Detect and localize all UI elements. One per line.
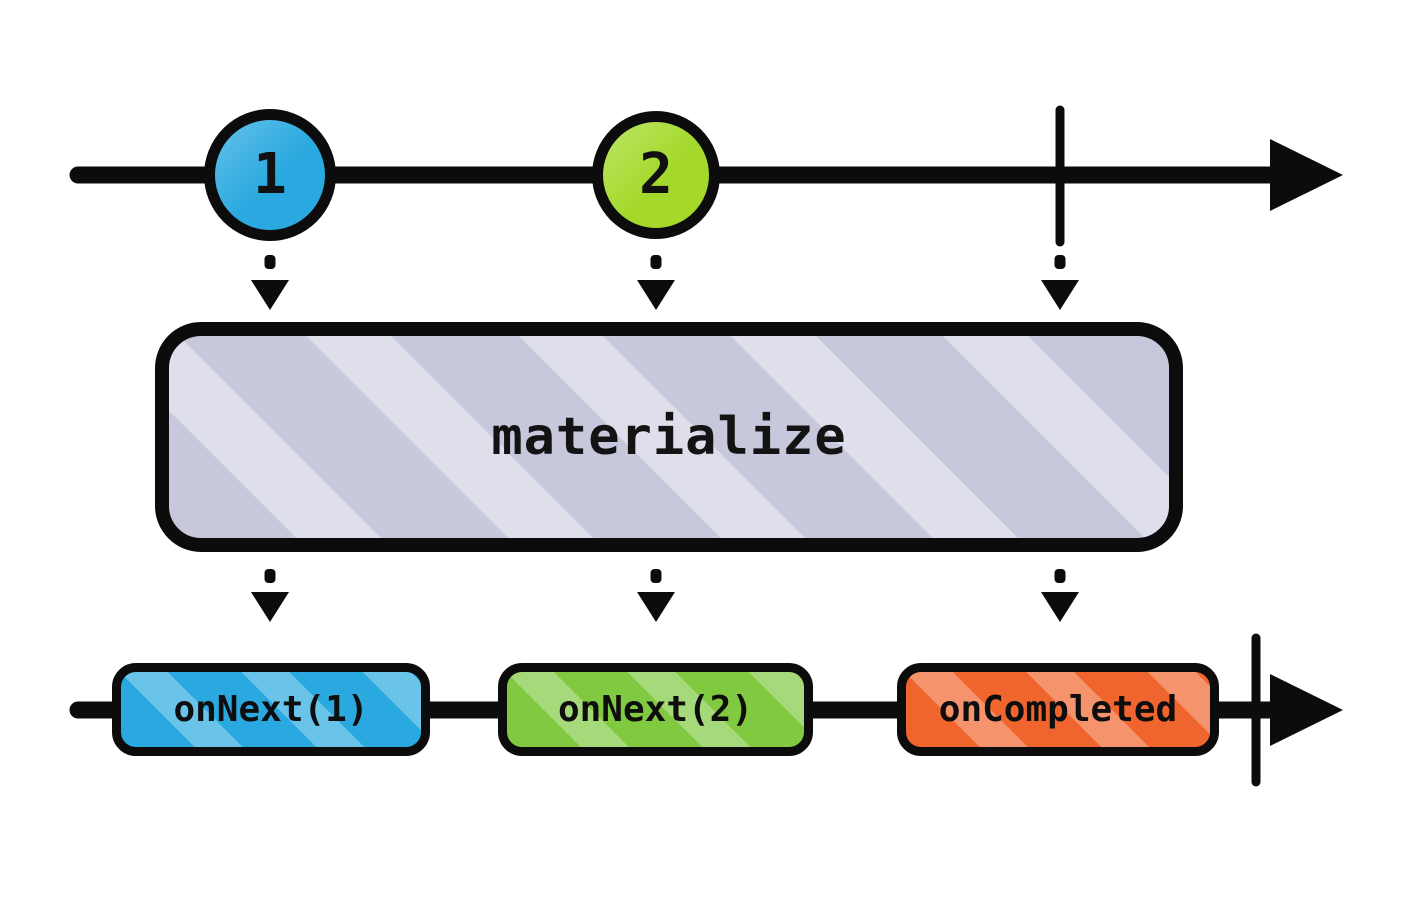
input-timeline-arrowhead: [1270, 139, 1343, 211]
output-box-onnext-2-label: onNext(2): [557, 689, 754, 730]
arrow-dot: [1054, 255, 1066, 269]
input-marble-2: 2: [592, 111, 720, 239]
arrow-head-icon: [637, 280, 675, 310]
arrow-dot: [650, 569, 662, 583]
flow-arrow-input-complete: [1041, 255, 1079, 310]
input-marble-2-label: 2: [639, 142, 673, 207]
arrow-dot: [1054, 569, 1066, 583]
operator-box: materialize: [155, 322, 1183, 552]
input-marble-1-label: 1: [253, 142, 287, 207]
flow-arrow-input-1: [251, 255, 289, 310]
output-box-oncompleted: onCompleted: [897, 663, 1219, 756]
arrow-dot: [650, 255, 662, 269]
flow-arrow-output-1: [251, 569, 289, 622]
output-box-oncompleted-label: onCompleted: [938, 689, 1178, 730]
arrow-dot: [264, 569, 276, 583]
arrow-head-icon: [637, 592, 675, 622]
output-box-onnext-1: onNext(1): [112, 663, 430, 756]
output-box-onnext-1-label: onNext(1): [173, 689, 369, 730]
output-box-onnext-2: onNext(2): [498, 663, 813, 756]
arrow-head-icon: [251, 592, 289, 622]
operator-label: materialize: [491, 407, 847, 467]
flow-arrow-output-2: [637, 569, 675, 622]
flow-arrow-output-complete: [1041, 569, 1079, 622]
arrow-head-icon: [251, 280, 289, 310]
arrow-head-icon: [1041, 592, 1079, 622]
arrow-dot: [264, 255, 276, 269]
output-timeline-arrowhead: [1270, 674, 1343, 746]
flow-arrow-input-2: [637, 255, 675, 310]
input-marble-1: 1: [204, 109, 336, 241]
arrow-head-icon: [1041, 280, 1079, 310]
